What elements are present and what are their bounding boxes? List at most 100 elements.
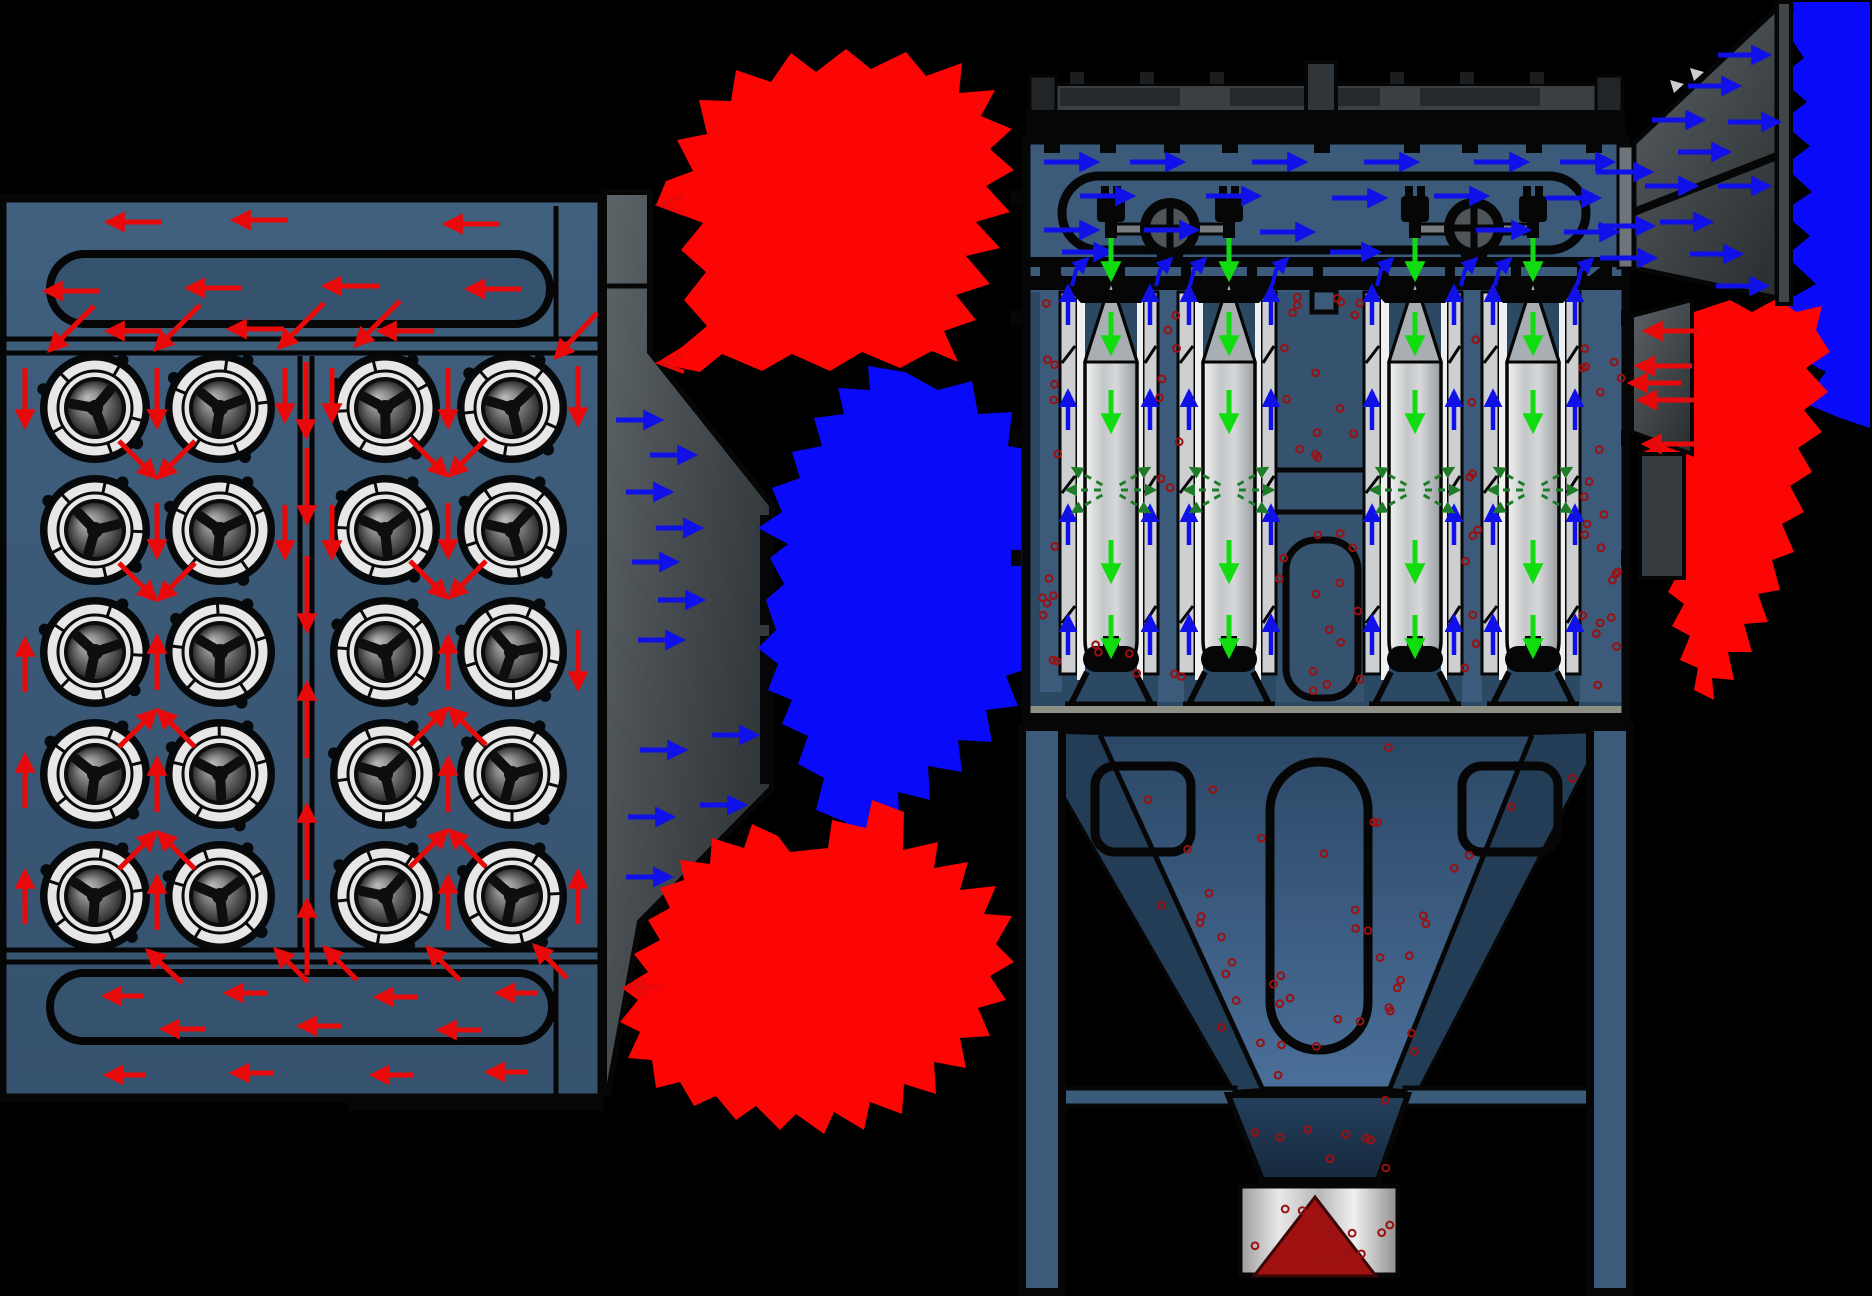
dust-particle bbox=[1392, 983, 1402, 993]
dust-particle bbox=[1350, 310, 1360, 320]
dust-particle bbox=[1297, 1206, 1307, 1215]
dust-particle bbox=[1282, 394, 1291, 404]
dust-particle bbox=[1366, 1135, 1375, 1145]
dust-particle bbox=[1280, 343, 1289, 353]
dust-particle bbox=[1396, 975, 1405, 985]
dust-particle bbox=[1332, 294, 1342, 303]
pulse-burst-arrow bbox=[1540, 466, 1574, 487]
dust-particle bbox=[1385, 1006, 1395, 1016]
dust-particle bbox=[1174, 437, 1184, 447]
dust-particle bbox=[1125, 649, 1134, 658]
dust-particle bbox=[1404, 951, 1414, 961]
dust-particle bbox=[1471, 335, 1481, 345]
dust-particle bbox=[1467, 397, 1477, 407]
dust-particle bbox=[1217, 1022, 1226, 1032]
dust-particle bbox=[1582, 519, 1592, 529]
bag-feed-fitting bbox=[1401, 196, 1429, 222]
dust-particle bbox=[1580, 492, 1589, 502]
dust-particle bbox=[1052, 656, 1062, 666]
dust-particle bbox=[1369, 817, 1379, 827]
dust-particle bbox=[1204, 888, 1214, 898]
pulse-burst-arrow bbox=[1374, 466, 1408, 487]
dust-particle bbox=[1581, 362, 1591, 372]
bag-feed-fitting bbox=[1215, 196, 1243, 222]
dust-particle bbox=[1342, 1247, 1351, 1257]
dust-particle bbox=[1333, 1014, 1343, 1024]
dust-particle bbox=[1312, 428, 1322, 437]
dust-particle bbox=[1288, 308, 1297, 318]
dust-particle bbox=[1172, 344, 1181, 353]
bag-feed-fitting bbox=[1097, 196, 1125, 222]
dust-particle bbox=[1409, 1046, 1419, 1056]
dust-particle bbox=[1091, 640, 1101, 650]
dust-particle bbox=[1157, 374, 1167, 384]
dust-particle bbox=[1335, 404, 1345, 413]
dust-particle bbox=[1322, 680, 1332, 689]
filter-cartridge bbox=[455, 597, 567, 707]
pulse-burst-arrow bbox=[1540, 493, 1574, 514]
pulse-burst-arrow bbox=[1188, 466, 1222, 487]
dust-particle bbox=[1143, 795, 1153, 804]
filter-cartridge bbox=[38, 597, 150, 707]
dust-particle bbox=[1227, 957, 1237, 967]
dust-particle bbox=[1464, 850, 1474, 860]
dust-particle bbox=[1606, 613, 1616, 622]
dust-particle bbox=[1050, 379, 1059, 389]
flow-arrow bbox=[117, 708, 158, 749]
dust-particle bbox=[1613, 567, 1622, 577]
dust-particle bbox=[1276, 971, 1286, 981]
filter-bag-group bbox=[1362, 274, 1464, 709]
dust-particle bbox=[1043, 355, 1052, 365]
dust-particle bbox=[1584, 477, 1594, 487]
dust-particle bbox=[1468, 531, 1478, 540]
dust-particle bbox=[1311, 368, 1321, 378]
dust-particle bbox=[1421, 919, 1431, 929]
dust-particle bbox=[1053, 449, 1063, 459]
flow-arrow bbox=[408, 828, 449, 869]
flow-arrow bbox=[153, 303, 202, 352]
pulse-burst-arrow bbox=[1492, 466, 1526, 487]
dust-particle bbox=[1612, 642, 1621, 651]
burst-blue-right bbox=[1779, 2, 1870, 428]
burst-red-bottom bbox=[620, 800, 1014, 1134]
pulse-burst-arrow bbox=[1070, 466, 1104, 487]
dust-particle bbox=[1269, 979, 1278, 989]
dust-particle bbox=[1335, 529, 1345, 538]
dust-particle bbox=[1568, 774, 1577, 783]
pulse-burst-arrow bbox=[1422, 466, 1456, 487]
dust-particle bbox=[1273, 1070, 1283, 1080]
flow-arrow bbox=[156, 439, 197, 480]
dust-particle bbox=[1208, 785, 1218, 794]
dust-particle bbox=[1292, 292, 1302, 302]
filter-cartridge bbox=[329, 353, 440, 463]
flow-arrow bbox=[47, 304, 96, 353]
dust-particle bbox=[1335, 578, 1345, 588]
dust-particle bbox=[1049, 395, 1058, 405]
flow-arrow bbox=[447, 706, 488, 747]
dust-particle bbox=[1157, 900, 1166, 910]
dust-particle bbox=[1596, 543, 1606, 553]
dust-particle bbox=[1048, 655, 1058, 665]
dust-particle bbox=[1461, 556, 1470, 566]
dust-particle bbox=[1357, 1249, 1366, 1259]
right-machine-body bbox=[1011, 60, 1631, 739]
dust-particle bbox=[1377, 1228, 1387, 1237]
dust-particle bbox=[1165, 483, 1175, 493]
dust-particle bbox=[1362, 1134, 1371, 1143]
dust-particle bbox=[1311, 589, 1321, 599]
dust-particle bbox=[1274, 574, 1284, 584]
flow-arrow bbox=[532, 943, 569, 980]
dust-particle bbox=[1217, 932, 1226, 942]
dust-particle bbox=[1044, 574, 1054, 583]
hopper-and-legs bbox=[1018, 723, 1634, 1296]
dust-particle bbox=[1048, 591, 1058, 600]
dust-particle bbox=[1319, 849, 1329, 858]
dust-particle bbox=[1292, 300, 1302, 310]
dust-particle bbox=[1250, 1128, 1260, 1138]
flow-arrows-blue bbox=[616, 44, 1783, 888]
pulse-burst-arrow bbox=[1236, 466, 1270, 487]
pulse-burst-arrow bbox=[1236, 493, 1270, 514]
pulse-burst-arrow bbox=[1188, 493, 1222, 514]
dust-particle bbox=[1380, 1096, 1390, 1105]
flow-arrows-green bbox=[1064, 238, 1580, 660]
